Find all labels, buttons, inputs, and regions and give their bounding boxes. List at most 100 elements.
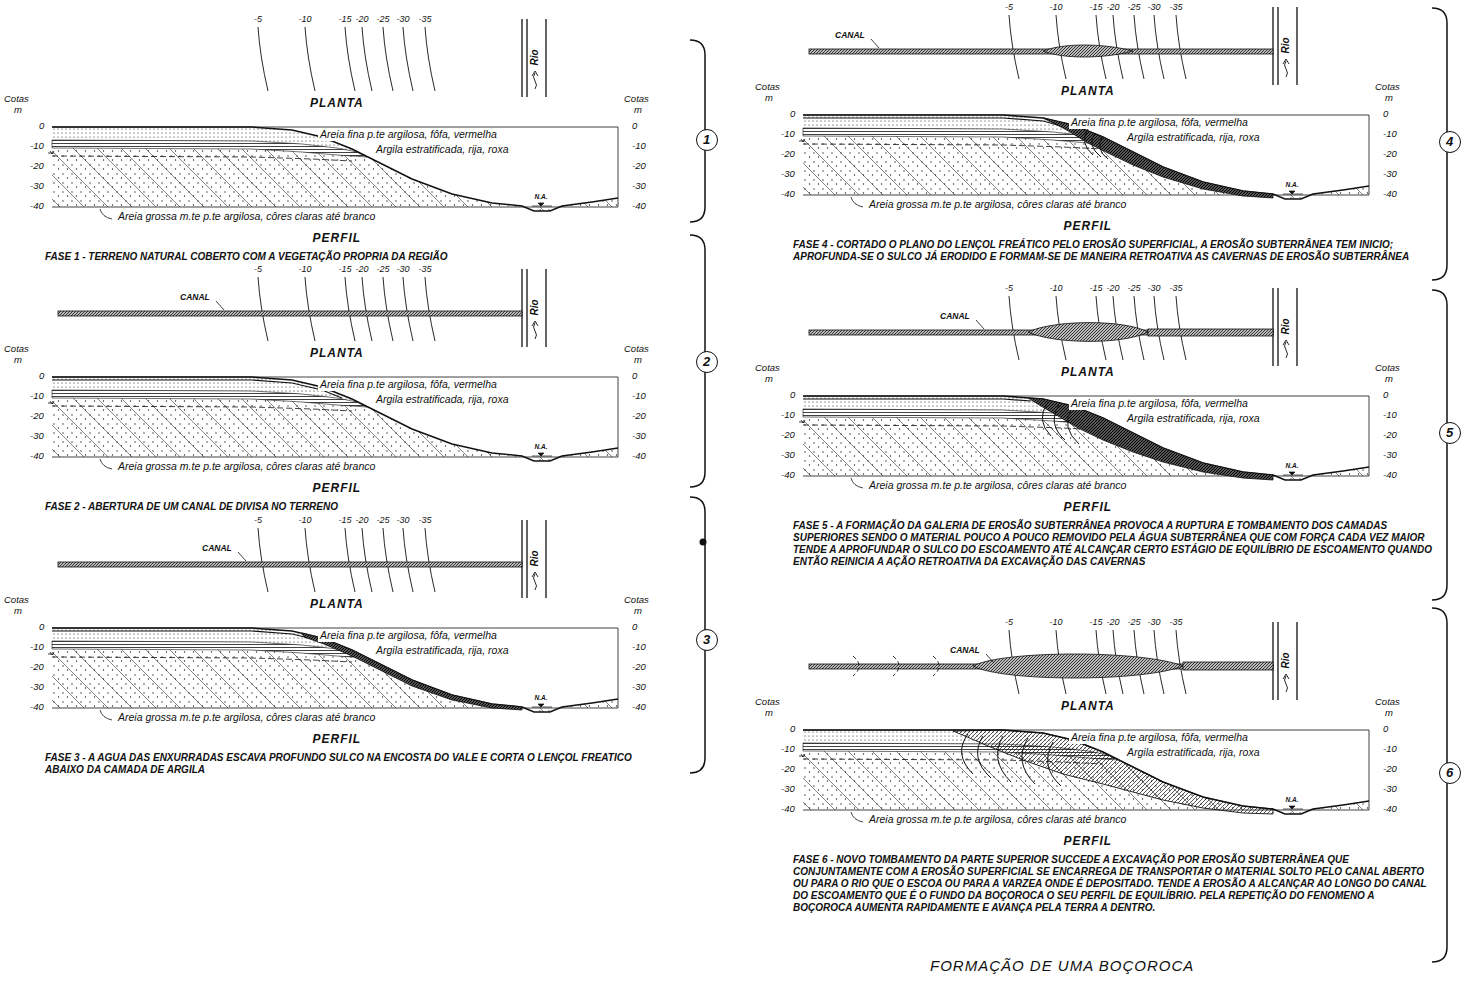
axis-unit: m [1385, 93, 1393, 103]
canal-label: CANAL [202, 544, 232, 553]
axis-value: 0 [39, 622, 44, 632]
river-label: Rio [529, 550, 540, 566]
layer-label: Argila estratificada, rija, roxa [1125, 747, 1261, 759]
leader-line [871, 39, 879, 48]
future-erosion [853, 656, 939, 676]
river-label: Rio [1280, 652, 1291, 668]
axis-value: -30 [781, 784, 795, 794]
gully-stage [52, 301, 342, 398]
contour-label: -5 [1005, 284, 1013, 294]
phase-caption: FASE 2 - ABERTURA DE UM CANAL DE DIVISA … [45, 501, 635, 513]
layer-label: Areia grossa m.te p.te argilosa, côres c… [867, 814, 1128, 826]
callout-number: 3 [703, 633, 710, 646]
axis-value: -10 [30, 642, 44, 652]
contour-label: -15 [1090, 3, 1103, 13]
axis-value: -30 [632, 431, 646, 441]
contour-label: -5 [1005, 3, 1013, 13]
axis-unit: m [765, 374, 773, 384]
axis-unit: m [14, 105, 22, 115]
axis-value: -10 [1383, 129, 1397, 139]
axis-value: -10 [632, 642, 646, 652]
view-title: PERFIL [1064, 835, 1113, 848]
contour-label: -10 [299, 516, 312, 526]
view-title: PERFIL [1064, 220, 1113, 233]
cavern-arc [962, 734, 1061, 786]
layer-label: Areia fina p.te argilosa, fôfa, vermelha [318, 379, 499, 391]
eroded-canal [973, 654, 1183, 678]
plan-view [258, 269, 546, 347]
axis-value: -40 [1383, 804, 1397, 814]
axis-value: -40 [30, 451, 44, 461]
contour-label: -20 [1107, 618, 1120, 628]
axis-value: -30 [632, 181, 646, 191]
axis-value: -20 [781, 764, 795, 774]
contour-label: -35 [419, 265, 432, 275]
plan-view [258, 19, 546, 97]
axis-value: -40 [781, 189, 795, 199]
contour-label: -15 [1090, 284, 1103, 294]
contour-label: -20 [1107, 3, 1120, 13]
axis-title: Cotas [755, 697, 780, 707]
profile-section [799, 396, 1369, 488]
axis-value: 0 [790, 109, 795, 119]
gully-stage [52, 552, 522, 710]
callout-circle: 2 [696, 351, 718, 373]
eroded-canal [1028, 323, 1148, 342]
layer-label: Areia fina p.te argilosa, fôfa, vermelha [318, 630, 499, 642]
layer-label: Areia fina p.te argilosa, fôfa, vermelha [1069, 398, 1250, 410]
axis-value: -20 [30, 411, 44, 421]
contour-label: -10 [1050, 284, 1063, 294]
phase-caption: FASE 4 - CORTADO O PLANO DO LENÇOL FREÁT… [793, 239, 1433, 263]
contour-label: -25 [1128, 284, 1141, 294]
phase-caption: FASE 5 - A FORMAÇÃO DA GALERIA DE EROSÃO… [793, 520, 1433, 568]
axis-value: -20 [781, 149, 795, 159]
contour-label: -5 [254, 516, 262, 526]
contour-label: -35 [419, 516, 432, 526]
axis-unit: m [1385, 708, 1393, 718]
canal-trace [52, 380, 342, 398]
water-level-label: N.A. [1286, 181, 1299, 188]
axis-value: 0 [632, 622, 637, 632]
river-label: Rio [529, 299, 540, 315]
contour-label: -10 [299, 15, 312, 25]
contour-label: -10 [1050, 3, 1063, 13]
axis-value: 0 [1383, 109, 1388, 119]
axis-value: -40 [30, 702, 44, 712]
axis-title: Cotas [624, 344, 649, 354]
contour-label: -20 [356, 516, 369, 526]
axis-value: 0 [632, 371, 637, 381]
axis-title: Cotas [4, 344, 29, 354]
axis-value: -30 [30, 181, 44, 191]
view-title: PLANTA [1061, 700, 1115, 713]
axis-value: -30 [781, 450, 795, 460]
axis-unit: m [634, 355, 642, 365]
axis-unit: m [634, 606, 642, 616]
water-level-label: N.A. [535, 694, 548, 701]
contour-label: -15 [339, 516, 352, 526]
profile-section [48, 377, 618, 469]
river-label: Rio [1280, 318, 1291, 334]
axis-title: Cotas [624, 595, 649, 605]
axis-value: -30 [1383, 169, 1397, 179]
axis-title: Cotas [1375, 82, 1400, 92]
layer-label: Areia grossa m.te p.te argilosa, côres c… [116, 211, 377, 223]
contour-label: -30 [1148, 284, 1161, 294]
contour-label: -35 [419, 15, 432, 25]
axis-value: -40 [632, 451, 646, 461]
axis-value: -40 [1383, 470, 1397, 480]
phase-caption: FASE 3 - A AGUA DAS ENXURRADAS ESCAVA PR… [45, 752, 635, 776]
layer-label: Areia grossa m.te p.te argilosa, côres c… [116, 461, 377, 473]
callout-number: 5 [1446, 426, 1453, 439]
contour-label: -35 [1170, 284, 1183, 294]
layer-label: Areia fina p.te argilosa, fôfa, vermelha [318, 129, 499, 141]
axis-title: Cotas [624, 94, 649, 104]
axis-value: -40 [632, 201, 646, 211]
callout-circle: 1 [696, 129, 718, 151]
callout-number: 2 [703, 355, 710, 368]
axis-value: -20 [632, 411, 646, 421]
axis-value: -30 [632, 682, 646, 692]
plan-view [1009, 7, 1297, 85]
axis-value: -10 [30, 141, 44, 151]
axis-value: -20 [632, 161, 646, 171]
